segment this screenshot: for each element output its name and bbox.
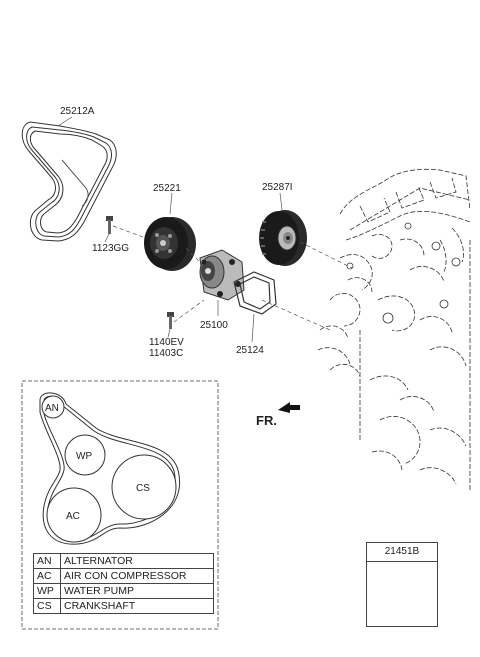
label-water-pump: 25100 <box>200 320 228 331</box>
tensioner-pulley[interactable] <box>259 210 307 266</box>
legend-row: AN ALTERNATOR <box>33 553 214 569</box>
circle-cs-label: CS <box>136 483 150 494</box>
front-marker-label: FR. <box>256 413 277 428</box>
belt-routing-diagram <box>39 392 181 545</box>
legend-abbr: AN <box>33 553 61 569</box>
legend-name: ALTERNATOR <box>60 553 214 569</box>
circle-ac-label: AC <box>66 511 80 522</box>
label-belt: 25212A <box>60 106 95 117</box>
label-bolt-bottom-1: 1140EV <box>149 337 184 348</box>
legend-row: CS CRANKSHAFT <box>33 598 214 614</box>
circle-wp <box>64 434 106 476</box>
legend-abbr: WP <box>33 583 61 599</box>
label-bolt-bottom-2: 11403C <box>149 348 183 359</box>
label-gasket: 25124 <box>236 345 264 356</box>
legend-name: AIR CON COMPRESSOR <box>60 568 214 584</box>
label-tensioner: 25287I <box>262 182 293 193</box>
label-bolt-top: 1123GG <box>92 243 129 254</box>
assembly-lines <box>112 225 353 331</box>
label-pulley: 25221 <box>153 183 181 194</box>
circle-an <box>41 395 65 419</box>
legend-row: WP WATER PUMP <box>33 583 214 599</box>
circle-cs <box>111 454 177 520</box>
engine-bolt-holes <box>346 222 461 324</box>
bolt-bottom[interactable] <box>167 312 174 329</box>
drive-belt[interactable] <box>21 121 117 242</box>
gasket[interactable] <box>233 271 277 315</box>
legend-name: CRANKSHAFT <box>60 598 214 614</box>
inset-part-number: 21451B <box>367 543 437 562</box>
engine-block <box>317 168 471 490</box>
belt-routing-frame <box>21 380 219 630</box>
bolt-top[interactable] <box>106 216 113 234</box>
inset-part-box[interactable]: 21451B <box>366 542 438 627</box>
circle-an-label: AN <box>45 403 59 414</box>
legend-abbr: CS <box>33 598 61 614</box>
legend-row: AC AIR CON COMPRESSOR <box>33 568 214 584</box>
front-arrow-icon <box>278 402 300 413</box>
circle-ac <box>46 487 102 543</box>
legend-abbr: AC <box>33 568 61 584</box>
idler-pulley[interactable] <box>144 217 196 271</box>
legend-table: AN ALTERNATOR AC AIR CON COMPRESSOR WP W… <box>33 553 214 614</box>
water-pump[interactable] <box>199 249 245 301</box>
legend-name: WATER PUMP <box>60 583 214 599</box>
circle-wp-label: WP <box>76 451 92 462</box>
